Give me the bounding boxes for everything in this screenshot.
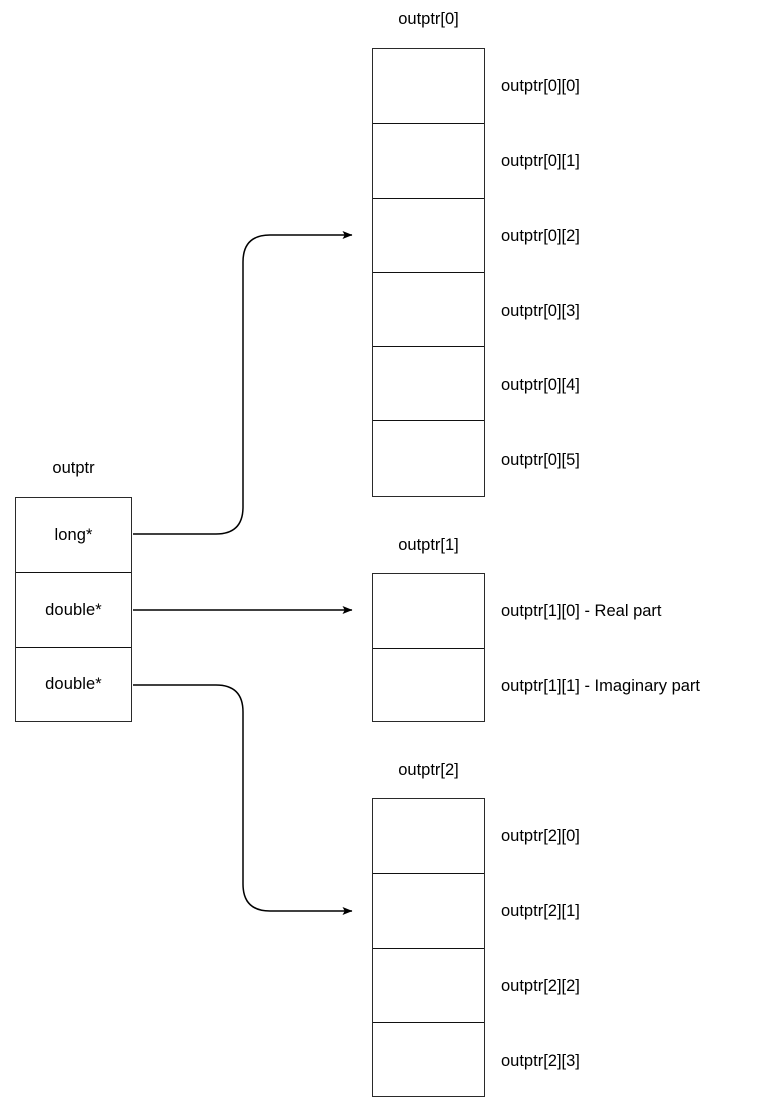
root-cell-0-label: long*	[54, 525, 93, 544]
array-1-box	[372, 573, 485, 722]
root-cell-1[interactable]: double*	[16, 572, 131, 647]
root-cell-1-label: double*	[45, 600, 102, 619]
array-0-label-1: outptr[0][1]	[501, 151, 580, 170]
array-1-cell-0[interactable]	[373, 574, 484, 648]
array-1-label-0: outptr[1][0] - Real part	[501, 601, 662, 620]
root-struct-title: outptr	[52, 459, 95, 477]
array-1-cell-1[interactable]	[373, 647, 484, 721]
array-2-box	[372, 798, 485, 1097]
root-cell-0[interactable]: long*	[16, 498, 131, 573]
connector-double1-to-outptr2	[133, 684, 353, 915]
array-0-label-0: outptr[0][0]	[501, 76, 580, 95]
array-2-label-2: outptr[2][2]	[501, 976, 580, 995]
array-2-cell-2[interactable]	[373, 947, 484, 1022]
array-0-cell-5[interactable]	[373, 420, 484, 495]
array-0-box	[372, 48, 485, 497]
array-0-label-2: outptr[0][2]	[501, 226, 580, 245]
root-struct-box: long* double* double*	[15, 497, 132, 722]
array-0-cell-0[interactable]	[373, 49, 484, 124]
array-1-title: outptr[1]	[398, 536, 459, 554]
array-2-label-1: outptr[2][1]	[501, 901, 580, 920]
root-cell-2[interactable]: double*	[16, 646, 131, 721]
array-2-cell-0[interactable]	[373, 799, 484, 874]
array-0-label-4: outptr[0][4]	[501, 375, 580, 394]
array-1-label-1: outptr[1][1] - Imaginary part	[501, 676, 701, 695]
array-0-title: outptr[0]	[398, 10, 459, 28]
array-0-cell-1[interactable]	[373, 123, 484, 198]
array-2-cell-1[interactable]	[373, 873, 484, 948]
array-0-label-5: outptr[0][5]	[501, 450, 580, 469]
array-2-cell-3[interactable]	[373, 1021, 484, 1096]
array-0-cell-4[interactable]	[373, 346, 484, 421]
array-2-label-0: outptr[2][0]	[501, 826, 580, 845]
root-cell-2-label: double*	[45, 674, 102, 693]
array-2-title: outptr[2]	[398, 761, 459, 779]
array-2-label-3: outptr[2][3]	[501, 1051, 580, 1070]
array-0-cell-2[interactable]	[373, 197, 484, 272]
connector-long-to-outptr0	[133, 231, 353, 535]
array-0-label-3: outptr[0][3]	[501, 301, 580, 320]
array-0-cell-3[interactable]	[373, 271, 484, 347]
